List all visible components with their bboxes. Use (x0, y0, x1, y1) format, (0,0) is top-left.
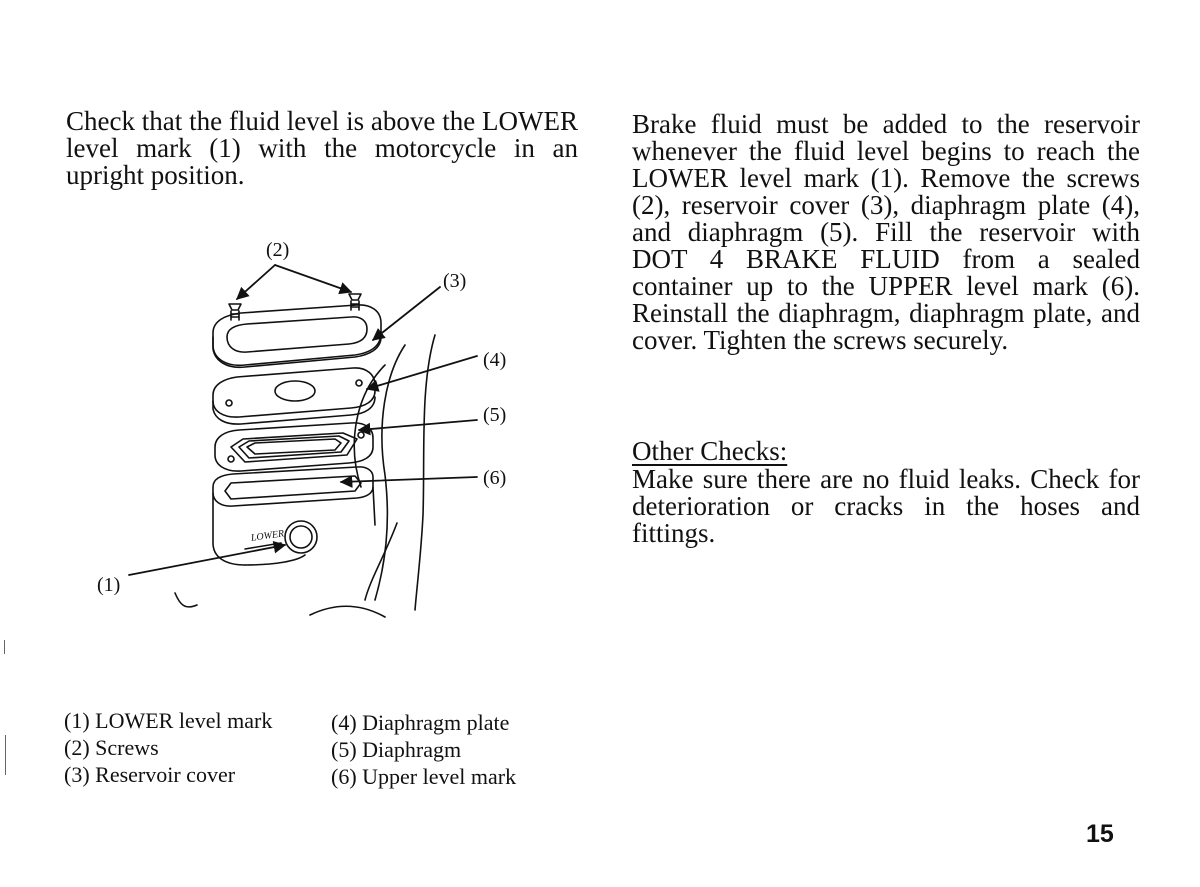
leader-lines (128, 264, 478, 576)
scan-edge-mark (5, 735, 6, 775)
page-number: 15 (1086, 820, 1114, 848)
legend-item: (6) Upper level mark (331, 764, 517, 789)
body-lower-label: LOWER (249, 528, 285, 544)
refill-instructions: Brake fluid must be added to the reservo… (632, 109, 1140, 355)
callout-3: (3) (443, 270, 466, 292)
legend-item: (1) LOWER level mark (64, 708, 273, 733)
legend-item: (2) Screws (64, 735, 159, 760)
scan-edge-mark (4, 640, 5, 654)
callout-2: (2) (266, 239, 289, 261)
legend-item: (4) Diaphragm plate (331, 710, 510, 735)
callout-4: (4) (483, 349, 506, 371)
screw-right (348, 293, 362, 311)
screw-left (228, 303, 242, 321)
other-checks-heading: Other Checks: (632, 436, 788, 466)
diaphragm (214, 422, 374, 472)
diaphragm-plate (212, 367, 376, 425)
intro-paragraph: Check that the fluid level is above the … (66, 106, 578, 190)
legend-left: (1) LOWER level mark (2) Screws (3) Rese… (64, 707, 272, 788)
handlebar-outline (174, 334, 436, 618)
callout-6: (6) (483, 467, 506, 489)
legend-right: (4) Diaphragm plate (5) Diaphragm (6) Up… (331, 709, 516, 790)
other-checks-body: Make sure there are no fluid leaks. Chec… (632, 464, 1140, 548)
callout-5: (5) (483, 404, 506, 426)
legend-item: (5) Diaphragm (331, 737, 462, 762)
brake-reservoir-diagram: LOWER (2) (3) (4) (5) (6) (1) (97, 239, 506, 618)
callout-1: (1) (97, 574, 120, 596)
legend-item: (3) Reservoir cover (64, 762, 236, 787)
